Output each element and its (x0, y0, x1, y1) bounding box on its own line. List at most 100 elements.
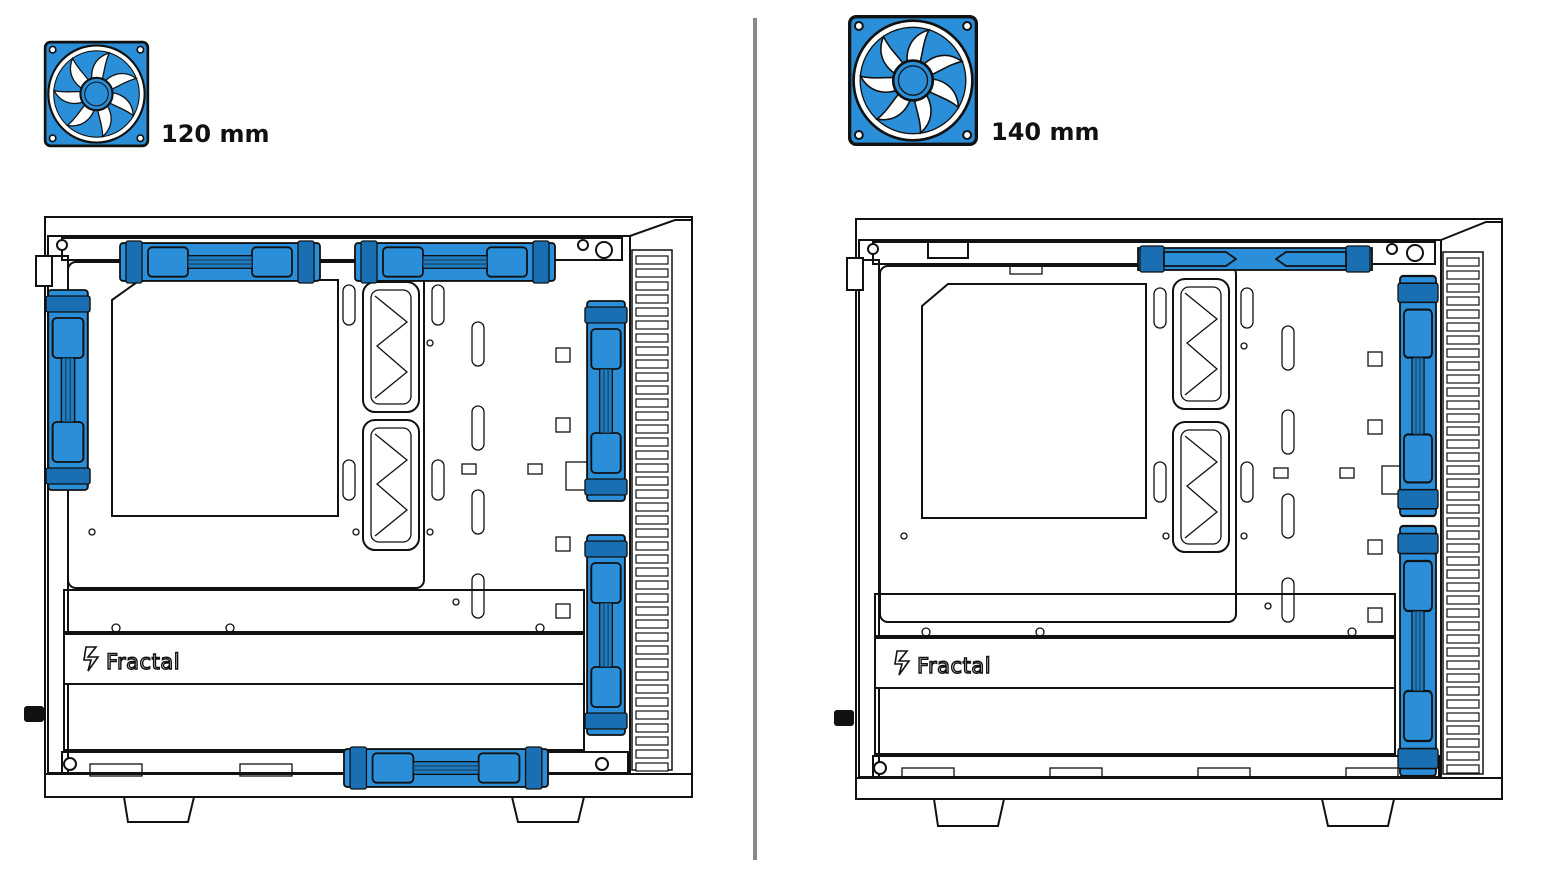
mesh-slat (635, 359, 669, 369)
mesh-slat (1446, 569, 1480, 579)
mesh-slat (1446, 257, 1480, 267)
fan-140mm-label: 140 mm (991, 118, 1099, 146)
mesh-slat (635, 515, 669, 525)
mesh-slat (635, 424, 669, 434)
mesh-slat (1446, 764, 1480, 774)
fractal-brand-text-left: Fractal (106, 650, 180, 674)
case-right-140mm: Fractal (834, 218, 1503, 827)
fan-140mm-icon (847, 14, 979, 147)
mesh-slat (1446, 335, 1480, 345)
mesh-slat (635, 554, 669, 564)
mesh-slat (1446, 647, 1480, 657)
mesh-slat (635, 593, 669, 603)
mesh-slat (1446, 309, 1480, 319)
mesh-slat (1446, 348, 1480, 358)
mesh-slat (1446, 283, 1480, 293)
mesh-slat (1446, 504, 1480, 514)
mesh-slat (1446, 582, 1480, 592)
fan-left-rear (45, 289, 91, 491)
mesh-slat (635, 528, 669, 538)
mesh-slat (1446, 725, 1480, 735)
mesh-slat (1446, 491, 1480, 501)
mesh-slat (1446, 751, 1480, 761)
mesh-slat (1446, 465, 1480, 475)
mesh-slat (635, 697, 669, 707)
mesh-slat (635, 671, 669, 681)
mesh-slat (635, 463, 669, 473)
mesh-slat (635, 762, 669, 772)
mesh-slat (635, 281, 669, 291)
mesh-slat (635, 502, 669, 512)
mesh-slat (635, 437, 669, 447)
mesh-slat (1446, 439, 1480, 449)
mesh-slat (1446, 543, 1480, 553)
mesh-slat (1446, 322, 1480, 332)
mesh-slat (635, 736, 669, 746)
fan-left-top-2 (354, 240, 556, 284)
fan-120mm-icon (43, 40, 150, 148)
mesh-slat (635, 723, 669, 733)
mesh-slat (1446, 400, 1480, 410)
mesh-slat (635, 333, 669, 343)
mesh-slat (1446, 634, 1480, 644)
mesh-slat (1446, 374, 1480, 384)
mesh-slat (635, 658, 669, 668)
mesh-slat (635, 307, 669, 317)
mesh-slat (635, 255, 669, 265)
front-mesh-left (631, 249, 673, 772)
mesh-slat (635, 372, 669, 382)
fan-left-front-2 (584, 534, 628, 736)
mesh-slat (1446, 595, 1480, 605)
fractal-logo-left: Fractal (83, 646, 180, 675)
fractal-logo-right: Fractal (894, 650, 991, 679)
mesh-slat (1446, 621, 1480, 631)
mesh-slat (635, 385, 669, 395)
mesh-slat (1446, 673, 1480, 683)
mesh-slat (1446, 699, 1480, 709)
mesh-slat (1446, 452, 1480, 462)
mesh-slat (1446, 478, 1480, 488)
mesh-slat (635, 268, 669, 278)
mesh-slat (1446, 270, 1480, 280)
mesh-slat (1446, 361, 1480, 371)
fan-left-bottom (343, 746, 549, 790)
mesh-slat (635, 632, 669, 642)
fractal-brand-text-right: Fractal (917, 654, 991, 678)
mesh-slat (1446, 413, 1480, 423)
mesh-slat (1446, 608, 1480, 618)
mesh-slat (635, 294, 669, 304)
mesh-slat (635, 411, 669, 421)
mesh-slat (1446, 426, 1480, 436)
mesh-slat (1446, 517, 1480, 527)
mesh-slat (635, 567, 669, 577)
mesh-slat (635, 489, 669, 499)
fan-right-top (1137, 245, 1373, 273)
mesh-slat (635, 476, 669, 486)
mesh-slat (635, 580, 669, 590)
fan-right-front-2 (1396, 524, 1440, 778)
mesh-slat (1446, 556, 1480, 566)
mesh-slat (635, 749, 669, 759)
mesh-slat (635, 606, 669, 616)
case-left-120mm: Fractal (24, 216, 693, 823)
mesh-slat (635, 684, 669, 694)
mesh-slat (635, 645, 669, 655)
fan-left-front-1 (584, 300, 628, 502)
mesh-slat (635, 450, 669, 460)
mesh-slat (1446, 387, 1480, 397)
mesh-slat (635, 619, 669, 629)
mesh-slat (1446, 686, 1480, 696)
mesh-slat (1446, 530, 1480, 540)
fan-left-top-1 (119, 240, 321, 284)
mesh-slat (635, 346, 669, 356)
mesh-slat (1446, 738, 1480, 748)
mesh-slat (1446, 660, 1480, 670)
fan-right-front-1 (1396, 274, 1440, 518)
mesh-slat (635, 320, 669, 330)
mesh-slat (1446, 712, 1480, 722)
front-mesh-right (1442, 251, 1484, 775)
mesh-slat (635, 541, 669, 551)
mesh-slat (1446, 296, 1480, 306)
fan-120mm-label: 120 mm (161, 120, 269, 148)
